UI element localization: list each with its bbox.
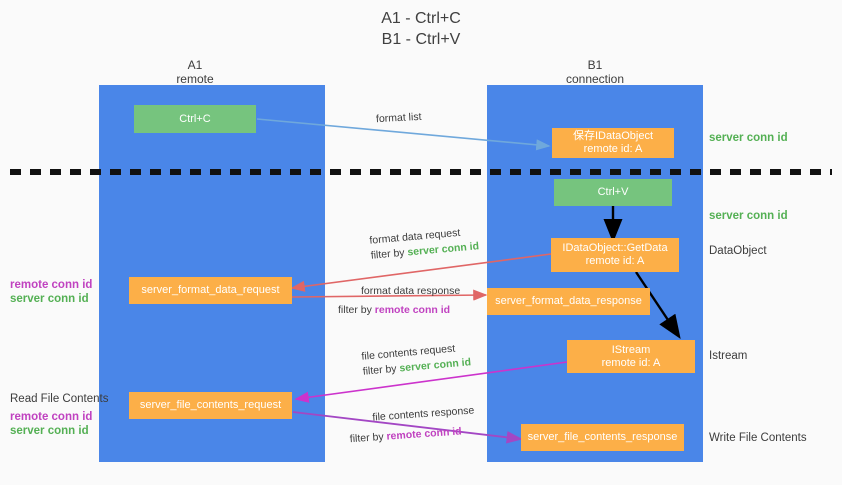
node-ctrl-v-label: Ctrl+V [597,186,629,198]
node-server-format-data-response-label: server_format_data_response [495,295,642,307]
node-getdata-line1: IDataObject::GetData [562,242,668,254]
right-label-write-file-contents: Write File Contents [709,432,807,444]
right-label-server-conn-id-2: server conn id [709,210,788,222]
filter-prefix: filter by [349,430,387,446]
node-server-file-contents-response[interactable]: server_file_contents_response [521,424,684,451]
edge-label-format-data-response: format data response filter by remote co… [338,284,461,318]
edge-label-format-data-request: format data request filter by server con… [369,224,480,263]
node-save-idataobject-line1: 保存IDataObject [572,130,654,142]
node-server-format-data-request-label: server_format_data_request [141,284,280,296]
title-line-2: B1 - Ctrl+V [381,31,461,48]
right-label-istream: Istream [709,350,748,362]
node-istream-line2: remote id: A [601,356,661,369]
node-ctrl-c[interactable]: Ctrl+C [134,105,256,133]
node-save-idataobject-line2: remote id: A [583,143,643,155]
left-label-read-file-contents: Read File Contents [10,393,109,405]
node-istream-line1: IStream [611,343,651,356]
node-istream[interactable]: IStream remote id: A [567,340,695,373]
left-label-remote-conn-id-2: remote conn id [10,411,93,423]
filter-prefix: filter by [370,246,408,262]
filter-target-remote-conn-id: remote conn id [386,425,463,443]
node-server-file-contents-response-label: server_file_contents_response [527,431,678,443]
edge-label-file-contents-response-filter: filter by remote conn id [349,423,476,447]
column-b1-name: B1 [587,58,603,72]
column-header-a1: A1 remote [140,58,250,86]
node-ctrl-c-label: Ctrl+C [179,112,211,125]
filter-target-remote-conn-id: remote conn id [374,304,451,316]
node-server-file-contents-request[interactable]: server_file_contents_request [129,392,292,419]
node-ctrl-v[interactable]: Ctrl+V [554,179,672,206]
edge-label-file-contents-response: file contents response filter by remote … [349,403,476,445]
edge-label-format-list-text: format list [375,110,422,126]
edge-label-file-contents-response-text: file contents response [371,404,475,424]
node-save-idataobject[interactable]: 保存IDataObject remote id: A [552,128,674,158]
diagram-title: A1 - Ctrl+C B1 - Ctrl+V [0,8,842,50]
node-server-format-data-response[interactable]: server_format_data_response [487,288,650,315]
left-label-server-conn-id-1: server conn id [10,293,89,305]
edge-label-format-data-response-filter: filter by remote conn id [338,303,460,318]
column-a1-name: A1 [187,58,203,72]
node-server-format-data-request[interactable]: server_format_data_request [129,277,292,304]
right-label-dataobject: DataObject [709,245,767,257]
column-header-b1: B1 connection [540,58,650,86]
column-b1-sub: connection [565,72,625,86]
edge-label-format-list: format list [376,110,422,127]
title-line-1: A1 - Ctrl+C [381,10,461,27]
right-label-server-conn-id-1: server conn id [709,132,788,144]
edge-label-file-contents-request: file contents request filter by server c… [361,340,472,379]
column-a1-sub: remote [176,72,214,86]
filter-prefix: filter by [338,304,375,316]
edge-label-format-data-response-text: format data response [361,285,461,297]
left-label-remote-conn-id-1: remote conn id [10,279,93,291]
node-getdata-line2: remote id: A [585,255,645,267]
node-server-file-contents-request-label: server_file_contents_request [139,399,282,411]
filter-prefix: filter by [362,362,400,378]
left-label-server-conn-id-2: server conn id [10,425,89,437]
node-idataobject-getdata[interactable]: IDataObject::GetData remote id: A [551,238,679,272]
